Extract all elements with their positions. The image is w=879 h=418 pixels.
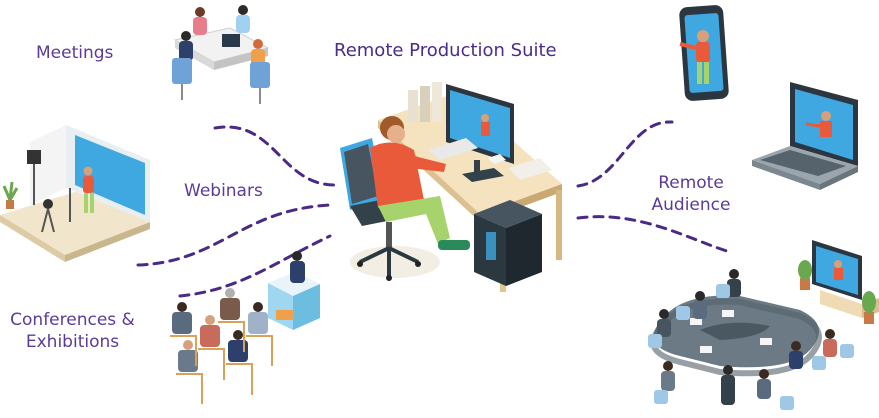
connector-remote-phone xyxy=(576,120,674,188)
connector-webinars xyxy=(136,203,332,267)
label-conferences-line1: Conferences & xyxy=(10,310,135,330)
label-remote-line1: Remote xyxy=(658,173,724,193)
label-webinars: Webinars xyxy=(184,181,263,201)
boardroom-illustration xyxy=(648,240,879,410)
connector-remote-meeting xyxy=(576,215,732,254)
webinar-illustration xyxy=(0,125,150,262)
conference-illustration xyxy=(170,251,320,404)
production-desk-illustration xyxy=(340,82,562,292)
label-conferences-line2: Exhibitions xyxy=(25,332,120,352)
laptop-illustration xyxy=(752,82,858,190)
connector-meetings xyxy=(213,125,337,187)
connector-lines xyxy=(136,120,732,298)
meetings-illustration xyxy=(172,5,270,104)
label-remote-audience: Remote Audience xyxy=(648,172,734,216)
label-conferences-exhibitions: Conferences & Exhibitions xyxy=(10,309,135,353)
label-meetings: Meetings xyxy=(36,43,114,63)
label-remote-line2: Audience xyxy=(651,195,731,215)
diagram-title: Remote Production Suite xyxy=(334,40,557,61)
phone-illustration xyxy=(679,5,729,101)
connector-conferences xyxy=(178,234,332,298)
